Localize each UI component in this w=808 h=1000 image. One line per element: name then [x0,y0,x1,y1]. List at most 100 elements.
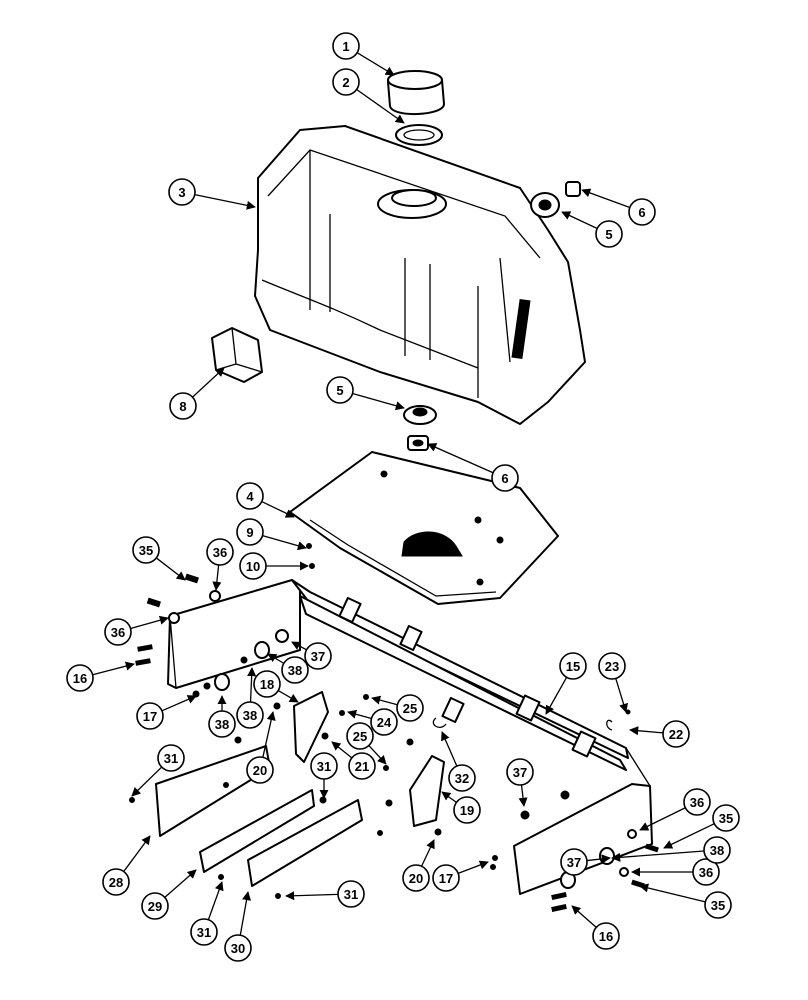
leader-line [356,88,405,124]
callout-circle [712,804,740,832]
callout-circle [157,744,185,772]
callout-number: 19 [460,803,474,818]
callout-number: 31 [197,925,211,940]
callout-circle [206,538,234,566]
callout-23: 23 [598,652,626,680]
leader-line [164,869,197,898]
callout-31: 31 [190,918,218,946]
callout-number: 23 [605,659,619,674]
callout-19: 19 [453,796,481,824]
callout-number: 6 [638,205,645,220]
callout-number: 1 [342,39,349,54]
drain-plug-bottom [407,435,429,451]
callout-20: 20 [402,864,430,892]
callout-31: 31 [337,880,365,908]
callout-circle [703,836,731,864]
callout-35: 35 [704,891,732,919]
leader-line [212,564,222,591]
callout-circle [102,868,130,896]
callout-3: 3 [168,178,196,206]
leader-line [239,891,252,936]
callout-2: 2 [332,68,360,96]
callout-circle [326,376,354,404]
callout-number: 3 [178,185,185,200]
callout-circle [683,788,711,816]
callout-number: 31 [317,759,331,774]
leader-line [262,534,307,551]
leader-line [629,726,664,736]
callout-number: 30 [231,941,245,956]
drain-grommet-top [530,192,560,218]
leader-line [131,766,163,797]
callout-circle [236,518,264,546]
fuel-tank [254,125,586,425]
leader-line [347,709,372,720]
callout-circle [310,752,338,780]
callout-number: 35 [711,898,725,913]
callout-labels: 1234556689101516161717181920202122232425… [66,32,740,962]
tank-frame [167,579,653,895]
callout-number: 18 [260,677,274,692]
callout-circle [662,720,690,748]
callout-number: 29 [148,899,162,914]
callout-22: 22 [662,720,690,748]
callout-10: 10 [239,552,267,580]
callout-number: 36 [690,795,704,810]
leader-line [615,678,628,713]
tank-support-plate [289,451,559,605]
callout-36: 36 [692,858,720,886]
callout-number: 31 [344,887,358,902]
leader-line [571,905,597,928]
leader-line [267,653,285,664]
callout-30: 30 [224,934,252,962]
callout-circle [348,752,376,780]
mounting-plates [155,691,445,887]
callout-5: 5 [595,220,623,248]
callout-circle [190,918,218,946]
leader-line [581,188,631,209]
callout-circle [169,392,197,420]
callout-20: 20 [246,756,274,784]
callout-38: 38 [703,836,731,864]
callout-number: 36 [111,625,125,640]
drain-grommet-bottom [403,405,437,425]
callout-number: 9 [246,525,253,540]
leader-line [247,667,257,703]
callout-circle [453,796,481,824]
callout-number: 38 [288,663,302,678]
callout-28: 28 [102,868,130,896]
callout-number: 38 [243,708,257,723]
leader-line [518,784,528,807]
callout-38: 38 [236,701,264,729]
callout-circle [448,764,476,792]
leader-line [371,695,398,706]
callout-9: 9 [236,518,264,546]
leader-line [352,392,405,411]
cap-seal-ring [395,124,443,146]
callout-36: 36 [683,788,711,816]
callout-38: 38 [208,710,236,738]
callout-circle [281,656,309,684]
callout-number: 5 [336,383,343,398]
callout-37: 37 [560,848,588,876]
callout-circle [239,552,267,580]
callout-6: 6 [628,198,656,226]
leader-line [285,891,339,901]
callout-circle [332,68,360,96]
callout-number: 20 [253,763,267,778]
leader-line [586,854,611,864]
callout-circle [396,694,424,722]
callout-circle [104,618,132,646]
callout-number: 17 [143,709,157,724]
callout-number: 31 [164,751,178,766]
callout-circle [304,642,332,670]
leader-line [277,689,299,703]
callout-number: 38 [215,717,229,732]
callout-circle [332,32,360,60]
callout-number: 16 [73,671,87,686]
leader-line [427,443,494,474]
callout-number: 37 [513,765,527,780]
callout-number: 35 [139,543,153,558]
